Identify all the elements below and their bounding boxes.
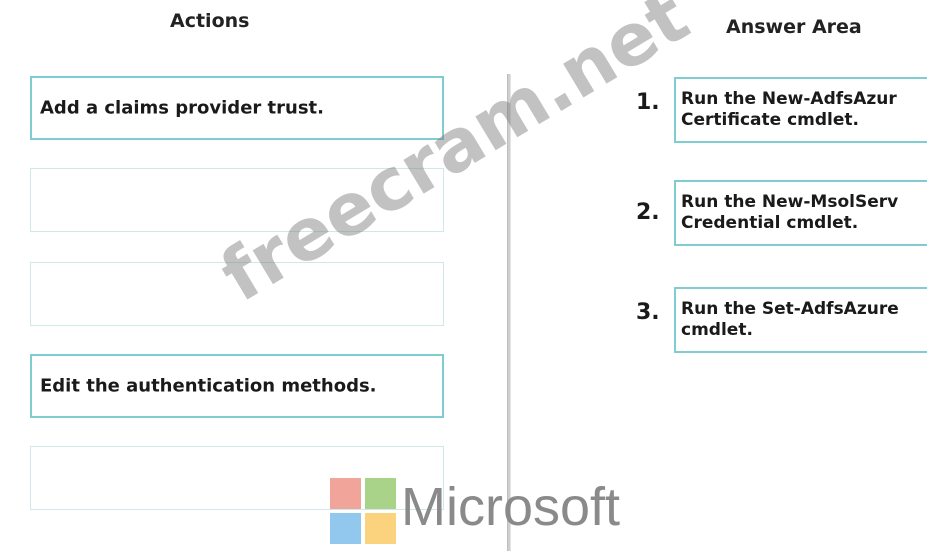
microsoft-wordmark: Microsoft: [401, 477, 621, 537]
answer-area-heading: Answer Area: [726, 16, 862, 38]
action-item-add-claims-provider-trust[interactable]: Add a claims provider trust.: [30, 76, 444, 140]
actions-heading: Actions: [170, 10, 250, 32]
action-slot-empty-3[interactable]: [30, 262, 444, 326]
logo-square-red: [330, 478, 361, 509]
microsoft-logo-icon: [330, 478, 396, 544]
answer-item-label: Run the New-AdfsAzur Certificate cmdlet.: [681, 89, 897, 130]
answer-step-number: 1.: [636, 90, 660, 115]
action-item-edit-authentication-methods[interactable]: Edit the authentication methods.: [30, 354, 444, 418]
answer-item-2[interactable]: Run the New-MsolServ Credential cmdlet.: [674, 180, 927, 246]
logo-square-green: [365, 478, 396, 509]
answer-item-label: Run the Set-AdfsAzure cmdlet.: [681, 299, 899, 340]
action-item-label: Edit the authentication methods.: [40, 375, 377, 397]
action-item-label: Add a claims provider trust.: [40, 97, 324, 119]
action-slot-empty-2[interactable]: [30, 168, 444, 232]
logo-square-yellow: [365, 513, 396, 544]
answer-item-1[interactable]: Run the New-AdfsAzur Certificate cmdlet.: [674, 77, 927, 143]
panel-divider: [507, 74, 511, 551]
answer-item-3[interactable]: Run the Set-AdfsAzure cmdlet.: [674, 287, 927, 353]
logo-square-blue: [330, 513, 361, 544]
answer-step-number: 3.: [636, 300, 660, 325]
answer-item-label: Run the New-MsolServ Credential cmdlet.: [681, 192, 899, 233]
answer-step-number: 2.: [636, 200, 660, 225]
